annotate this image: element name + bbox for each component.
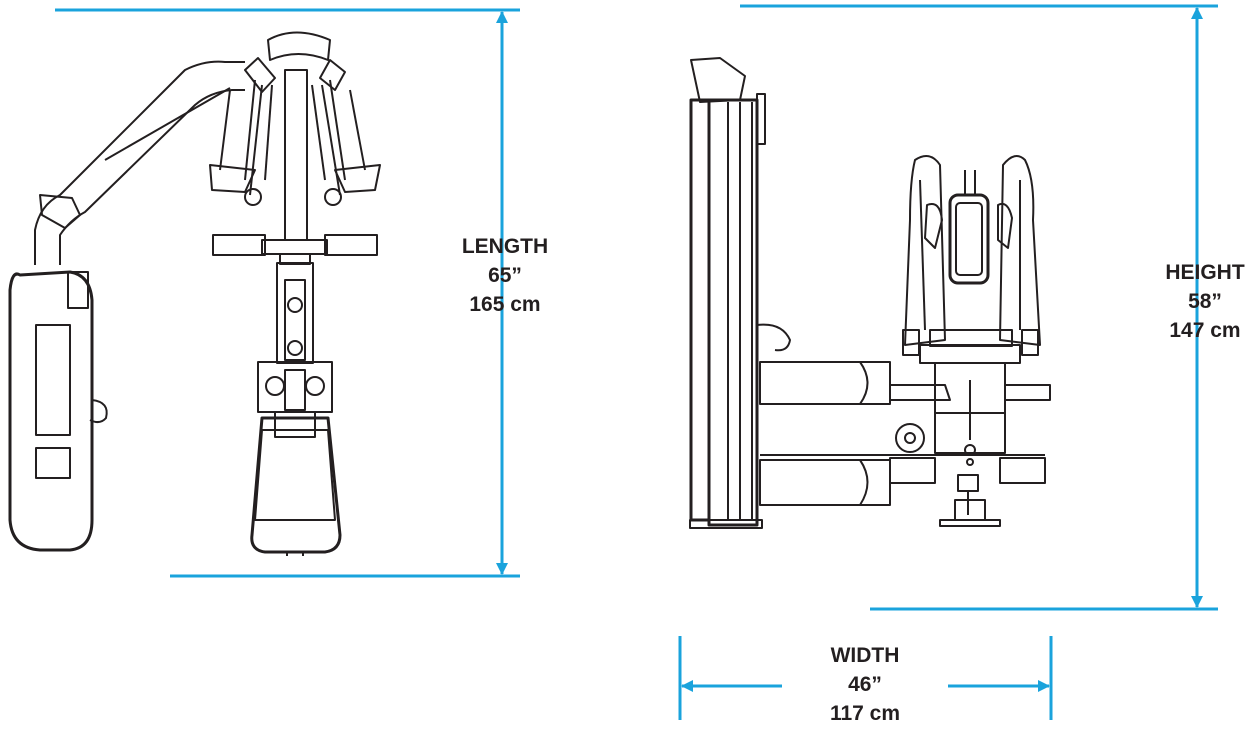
arm-tube-top bbox=[34, 60, 245, 265]
height-label: HEIGHT 58” 147 cm bbox=[1150, 258, 1257, 345]
front-view-drawing bbox=[689, 57, 1051, 529]
base-frame-front bbox=[759, 361, 1051, 506]
width-imperial-value: 46” bbox=[848, 673, 882, 696]
length-label: LENGTH 65” 165 cm bbox=[440, 232, 570, 319]
height-title: HEIGHT bbox=[1165, 261, 1245, 284]
seat-carriage-front bbox=[919, 329, 1021, 515]
top-view-drawing bbox=[8, 31, 381, 556]
length-metric-value: 165 cm bbox=[469, 293, 541, 316]
width-dimension bbox=[678, 636, 1053, 720]
arm-assembly-front bbox=[902, 155, 1041, 356]
seat-top bbox=[250, 411, 342, 556]
weight-stack-front bbox=[689, 57, 791, 529]
length-dimension bbox=[55, 8, 520, 578]
width-title: WIDTH bbox=[830, 644, 900, 667]
width-label: WIDTH 46” 117 cm bbox=[800, 641, 930, 728]
weight-stack-top bbox=[8, 270, 108, 552]
head-unit-top bbox=[209, 31, 381, 241]
handle-bar-top bbox=[212, 234, 378, 265]
length-imperial-value: 65” bbox=[488, 264, 522, 287]
backrest-front bbox=[948, 170, 990, 285]
height-metric-value: 147 cm bbox=[1169, 319, 1241, 342]
width-metric-value: 117 cm bbox=[829, 702, 901, 725]
length-title: LENGTH bbox=[461, 235, 549, 258]
seat-post-top bbox=[257, 262, 333, 413]
pedestal-front bbox=[939, 499, 1001, 527]
height-dimension bbox=[740, 4, 1218, 611]
height-imperial-value: 58” bbox=[1188, 290, 1222, 313]
